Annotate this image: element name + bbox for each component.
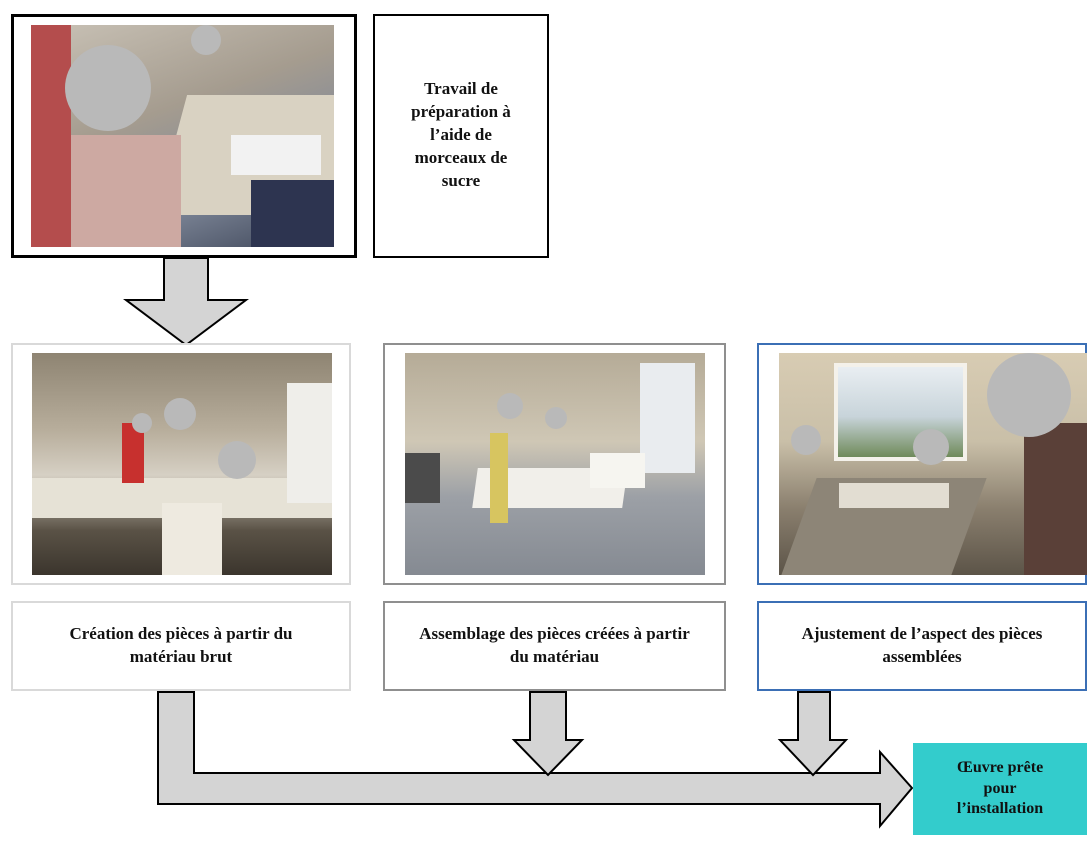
photo-frame-ajustement bbox=[757, 343, 1087, 585]
down-arrow-top bbox=[123, 257, 249, 347]
photo-ajustement bbox=[779, 353, 1087, 575]
l-arrow-to-final bbox=[157, 691, 914, 829]
photo-assemblage bbox=[405, 353, 705, 575]
down-arrow-ajustement bbox=[777, 691, 849, 777]
preparation-text-box: Travail de préparation à l’aide de morce… bbox=[373, 14, 549, 258]
caption-assemblage: Assemblage des pièces créées à partir du… bbox=[385, 603, 724, 689]
caption-ajustement: Ajustement de l’aspect des pièces assemb… bbox=[759, 603, 1085, 689]
top-photo-frame bbox=[11, 14, 357, 258]
caption-box-ajustement: Ajustement de l’aspect des pièces assemb… bbox=[757, 601, 1087, 691]
photo-frame-creation bbox=[11, 343, 351, 585]
caption-box-assemblage: Assemblage des pièces créées à partir du… bbox=[383, 601, 726, 691]
down-arrow-assemblage bbox=[511, 691, 585, 777]
caption-box-creation: Création des pièces à partir du matériau… bbox=[11, 601, 351, 691]
photo-frame-assemblage bbox=[383, 343, 726, 585]
final-text: Œuvre prête pour l’installation bbox=[956, 758, 1044, 818]
preparation-text: Travail de préparation à l’aide de morce… bbox=[375, 16, 547, 256]
photo-sugar-preparation bbox=[31, 25, 334, 247]
caption-creation: Création des pièces à partir du matériau… bbox=[13, 603, 349, 689]
final-box: Œuvre prête pour l’installation bbox=[913, 743, 1087, 835]
photo-creation bbox=[32, 353, 332, 575]
